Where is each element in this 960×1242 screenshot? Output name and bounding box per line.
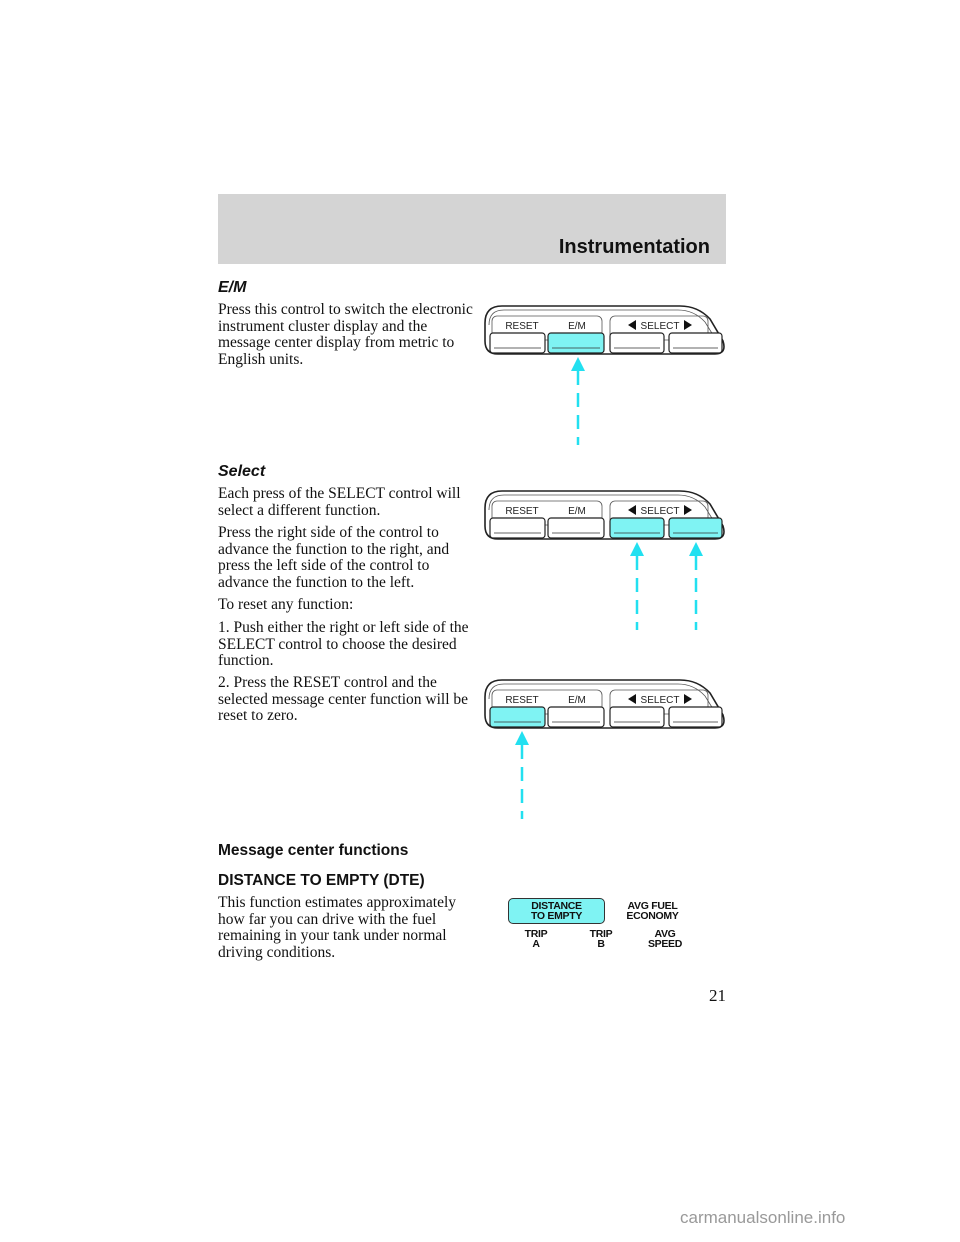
reset-label: RESET (505, 695, 538, 706)
message-center-heading: Message center functions (218, 842, 409, 859)
em-label: E/M (568, 506, 586, 517)
em-button[interactable] (547, 332, 605, 354)
select-label: SELECT (641, 321, 680, 332)
reset-button[interactable] (489, 517, 546, 539)
panel-inner-edge (488, 683, 719, 718)
em-label: E/M (568, 695, 586, 706)
select-left-button[interactable] (609, 517, 665, 539)
watermark: carmanualsonline.info (680, 1208, 846, 1227)
select-left-button[interactable] (609, 332, 665, 354)
em-button[interactable] (547, 517, 605, 539)
select-right-button[interactable] (668, 706, 723, 728)
select-right-button[interactable] (668, 332, 723, 354)
section-header: Instrumentation (218, 194, 726, 264)
reset-button[interactable] (489, 332, 546, 354)
select-control-diagram: RESET E/M SELECT (480, 484, 730, 634)
select-left-button[interactable] (609, 706, 665, 728)
right-triangle-icon (684, 505, 692, 515)
left-triangle-icon (628, 320, 636, 330)
control-panel-svg: RESET E/M SELECT (484, 490, 725, 630)
select-p4: 1. Push either the right or left side of… (218, 619, 469, 670)
control-panel-svg: RESET E/M SELECT (484, 305, 725, 445)
pointer-arrow-icon (689, 542, 703, 630)
em-heading: E/M (218, 279, 247, 296)
section-title: Instrumentation (558, 236, 710, 258)
reset-label: RESET (505, 321, 538, 332)
left-triangle-icon (628, 694, 636, 704)
select-label: SELECT (641, 506, 680, 517)
em-body: Press this control to switch the electro… (218, 301, 473, 368)
select-p2: Press the right side of the control to a… (218, 524, 450, 591)
right-triangle-icon (684, 694, 692, 704)
select-p5: 2. Press the RESET control and the selec… (218, 674, 469, 725)
reset-label: RESET (505, 506, 538, 517)
panel-inner-edge (488, 309, 719, 344)
reset-control-diagram: RESET E/M SELECT (480, 673, 730, 823)
pointer-arrow-icon (630, 542, 644, 630)
reset-button[interactable] (489, 706, 546, 728)
em-button[interactable] (547, 706, 605, 728)
page-number: 21 (709, 986, 726, 1005)
pointer-arrow-icon (571, 357, 585, 445)
control-panel-svg: RESET E/M SELECT (484, 679, 725, 819)
right-triangle-icon (684, 320, 692, 330)
left-triangle-icon (628, 505, 636, 515)
em-label: E/M (568, 321, 586, 332)
dte-body: This function estimates approximately ho… (218, 894, 457, 961)
dte-heading: DISTANCE TO EMPTY (DTE) (218, 872, 425, 889)
select-right-button[interactable] (668, 517, 723, 539)
pointer-arrow-icon (515, 731, 529, 819)
em-control-diagram: RESET E/M SELECT (480, 299, 730, 449)
select-heading: Select (218, 463, 266, 480)
select-label: SELECT (641, 695, 680, 706)
panel-inner-edge (488, 494, 719, 529)
select-p3: To reset any function: (218, 596, 354, 613)
select-p1: Each press of the SELECT control will se… (218, 485, 461, 519)
